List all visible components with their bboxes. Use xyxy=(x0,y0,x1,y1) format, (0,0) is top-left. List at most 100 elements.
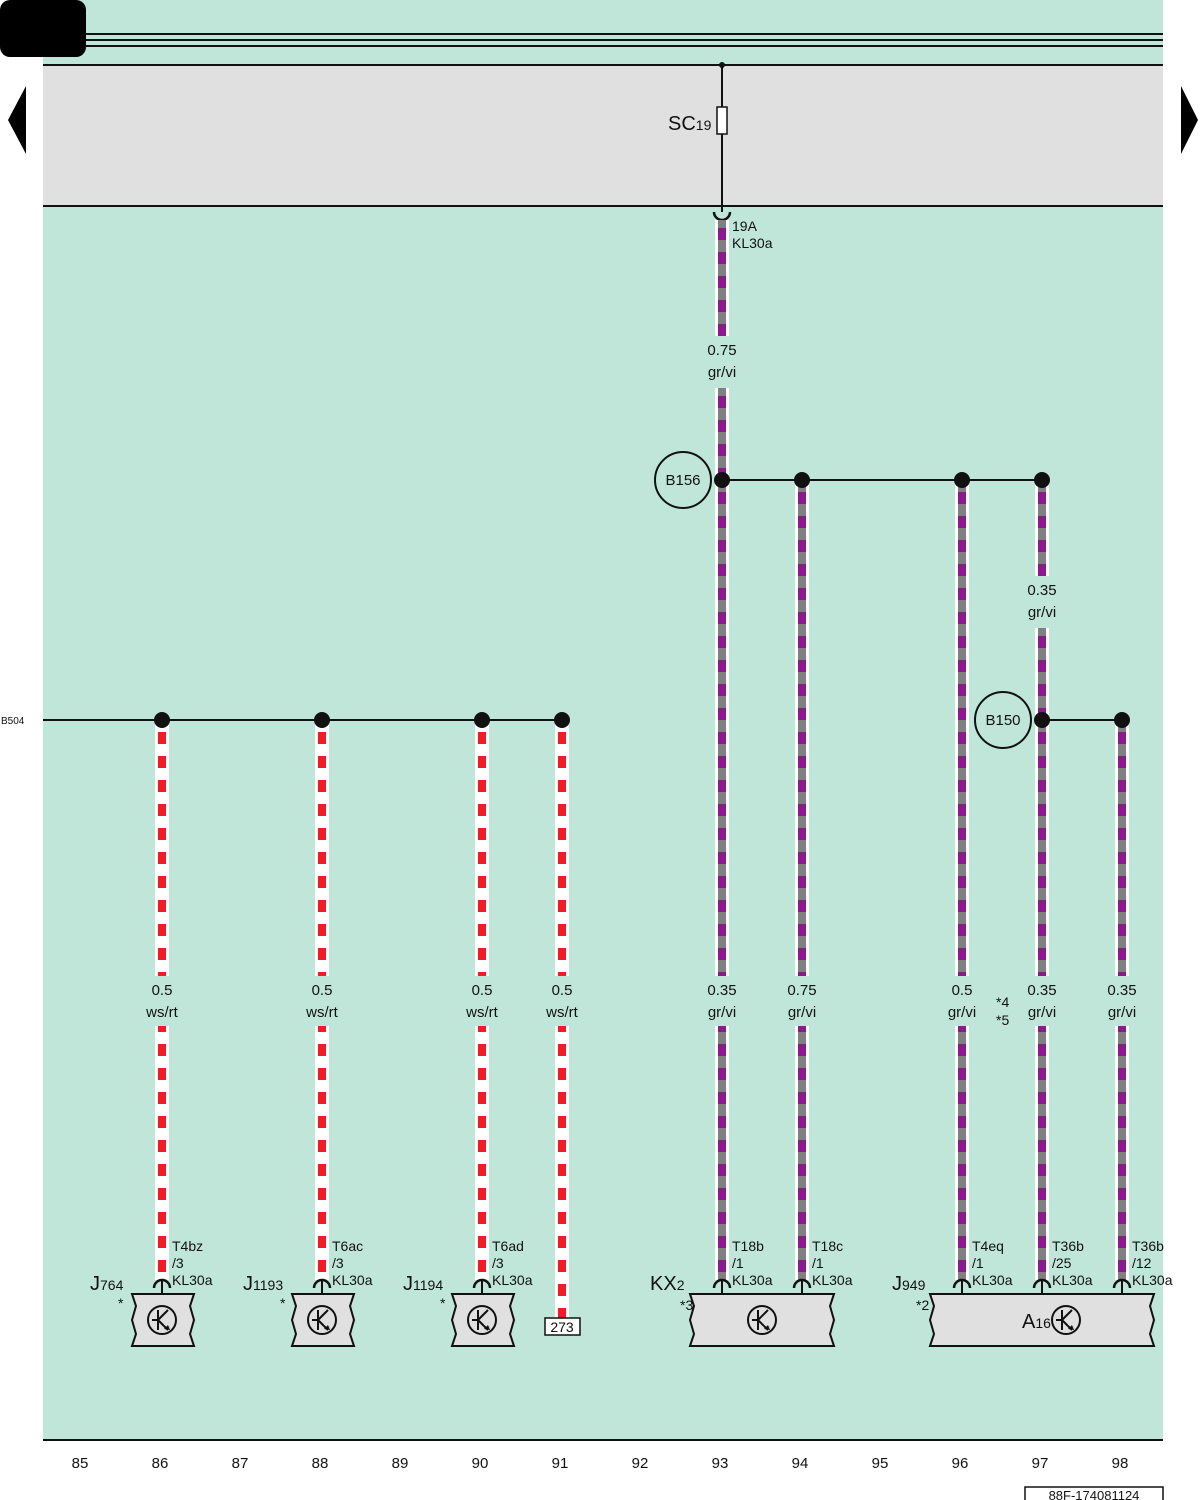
module-j1193[interactable]: J1193 * xyxy=(243,1273,356,1347)
column-number: 86 xyxy=(152,1455,169,1472)
connector-pin: /25 xyxy=(1052,1255,1072,1271)
connector-name: T18b xyxy=(732,1238,764,1254)
module-j949-inner-label: A16 xyxy=(1022,1311,1051,1333)
wire-color: ws/rt xyxy=(145,1004,178,1021)
wire-size: 0.5 xyxy=(472,982,493,999)
column-number: 97 xyxy=(1032,1455,1049,1472)
connector-terminal: KL30a xyxy=(332,1272,373,1288)
connector-pin: /1 xyxy=(812,1255,824,1271)
wire-color: ws/rt xyxy=(545,1004,578,1021)
connector-pin: /3 xyxy=(492,1255,504,1271)
module-kx2-note: *3 xyxy=(680,1297,693,1313)
column-number: 90 xyxy=(472,1455,489,1472)
module-kx2[interactable]: KX2 *3 xyxy=(650,1273,836,1347)
connector-pin: /12 xyxy=(1132,1255,1152,1271)
junction-dot xyxy=(954,472,970,488)
module-j764-note: * xyxy=(118,1295,124,1311)
wire-size: 0.35 xyxy=(1107,982,1136,999)
connection-b156-label: B156 xyxy=(665,472,700,489)
wire-size: 0.35 xyxy=(1027,982,1056,999)
junction-dot xyxy=(314,712,330,728)
connector-terminal: KL30a xyxy=(1052,1272,1093,1288)
column-number: 94 xyxy=(792,1455,809,1472)
junction-dot xyxy=(1114,712,1130,728)
b504-label: B504 xyxy=(1,716,25,727)
column-number: 96 xyxy=(952,1455,969,1472)
fuse-panel xyxy=(43,65,1163,206)
wire-color: gr/vi xyxy=(708,1004,736,1021)
module-j1194-note: * xyxy=(440,1295,446,1311)
wire-color: gr/vi xyxy=(1108,1004,1136,1021)
footer-id: 88F-174081124 xyxy=(1049,1488,1140,1500)
feed-wire-color: gr/vi xyxy=(708,364,736,381)
page-tab[interactable] xyxy=(0,0,86,57)
module-j949-note: *2 xyxy=(916,1297,929,1313)
wire-size: 0.5 xyxy=(552,982,573,999)
connector-pin: /3 xyxy=(332,1255,344,1271)
module-j764[interactable]: J764 * xyxy=(90,1273,196,1347)
column-number: 92 xyxy=(632,1455,649,1472)
module-j764-label: J764 xyxy=(90,1273,124,1295)
junction-dot xyxy=(794,472,810,488)
control-unit-icon xyxy=(1051,1305,1081,1335)
wire-color: ws/rt xyxy=(305,1004,338,1021)
column-number: 93 xyxy=(712,1455,729,1472)
connector-terminal: KL30a xyxy=(972,1272,1013,1288)
junction-dot xyxy=(1034,472,1050,488)
wire-size: 0.35 xyxy=(707,982,736,999)
footer-id-box xyxy=(1024,1486,1164,1500)
control-unit-icon xyxy=(147,1305,177,1335)
control-unit-icon xyxy=(467,1305,497,1335)
wire-size: 0.75 xyxy=(787,982,816,999)
module-j949[interactable]: A16 J949 *2 xyxy=(892,1273,1156,1347)
wire-size: 0.5 xyxy=(952,982,973,999)
column-number: 87 xyxy=(232,1455,249,1472)
wire-color: ws/rt xyxy=(465,1004,498,1021)
wire-core xyxy=(718,220,726,1280)
wire-color: gr/vi xyxy=(1028,1004,1056,1021)
fuse-icon xyxy=(716,106,728,135)
connector-terminal: KL30a xyxy=(732,1272,773,1288)
b150-feed-wire-color: gr/vi xyxy=(1028,604,1056,621)
connector-pins xyxy=(152,1278,1132,1294)
reference-box[interactable] xyxy=(544,1317,581,1336)
junction-dot xyxy=(714,472,730,488)
connector-terminal: KL30a xyxy=(1132,1272,1173,1288)
connector-name: T4bz xyxy=(172,1238,203,1254)
module-j1194-label: J1194 xyxy=(403,1273,443,1295)
next-page-arrow[interactable] xyxy=(1181,86,1198,154)
connector-pin: /1 xyxy=(732,1255,744,1271)
note-5: *5 xyxy=(996,1012,1009,1028)
connector-name: T6ad xyxy=(492,1238,524,1254)
module-j949-label: J949 xyxy=(892,1273,926,1295)
column-number: 88 xyxy=(312,1455,329,1472)
wire-core xyxy=(798,480,806,1280)
column-number: 89 xyxy=(392,1455,409,1472)
previous-page-arrow[interactable] xyxy=(8,86,26,154)
junction-dot xyxy=(154,712,170,728)
module-kx2-label: KX2 xyxy=(650,1273,685,1295)
control-unit-icon xyxy=(307,1305,337,1335)
note-4: *4 xyxy=(996,994,1009,1010)
wire-color: gr/vi xyxy=(788,1004,816,1021)
connector-name: T18c xyxy=(812,1238,843,1254)
wire-size: 0.5 xyxy=(312,982,333,999)
feed-wire-size: 0.75 xyxy=(707,342,736,359)
connector-name: T6ac xyxy=(332,1238,363,1254)
wire-core xyxy=(958,480,966,1280)
connector-pin: /3 xyxy=(172,1255,184,1271)
connector-terminal: KL30a xyxy=(812,1272,853,1288)
connector-terminal: KL30a xyxy=(172,1272,213,1288)
supply-terminal: KL30a xyxy=(732,235,773,251)
module-j1194[interactable]: J1194 * xyxy=(403,1273,516,1347)
junction-dot xyxy=(1034,712,1050,728)
connector-name: T4eq xyxy=(972,1238,1004,1254)
column-number: 95 xyxy=(872,1455,889,1472)
connection-b156 xyxy=(654,451,712,509)
module-j1193-label: J1193 xyxy=(243,1273,283,1295)
reference-box-label: 273 xyxy=(550,1319,574,1335)
wire-core xyxy=(1038,480,1046,1280)
wire-size: 0.5 xyxy=(152,982,173,999)
